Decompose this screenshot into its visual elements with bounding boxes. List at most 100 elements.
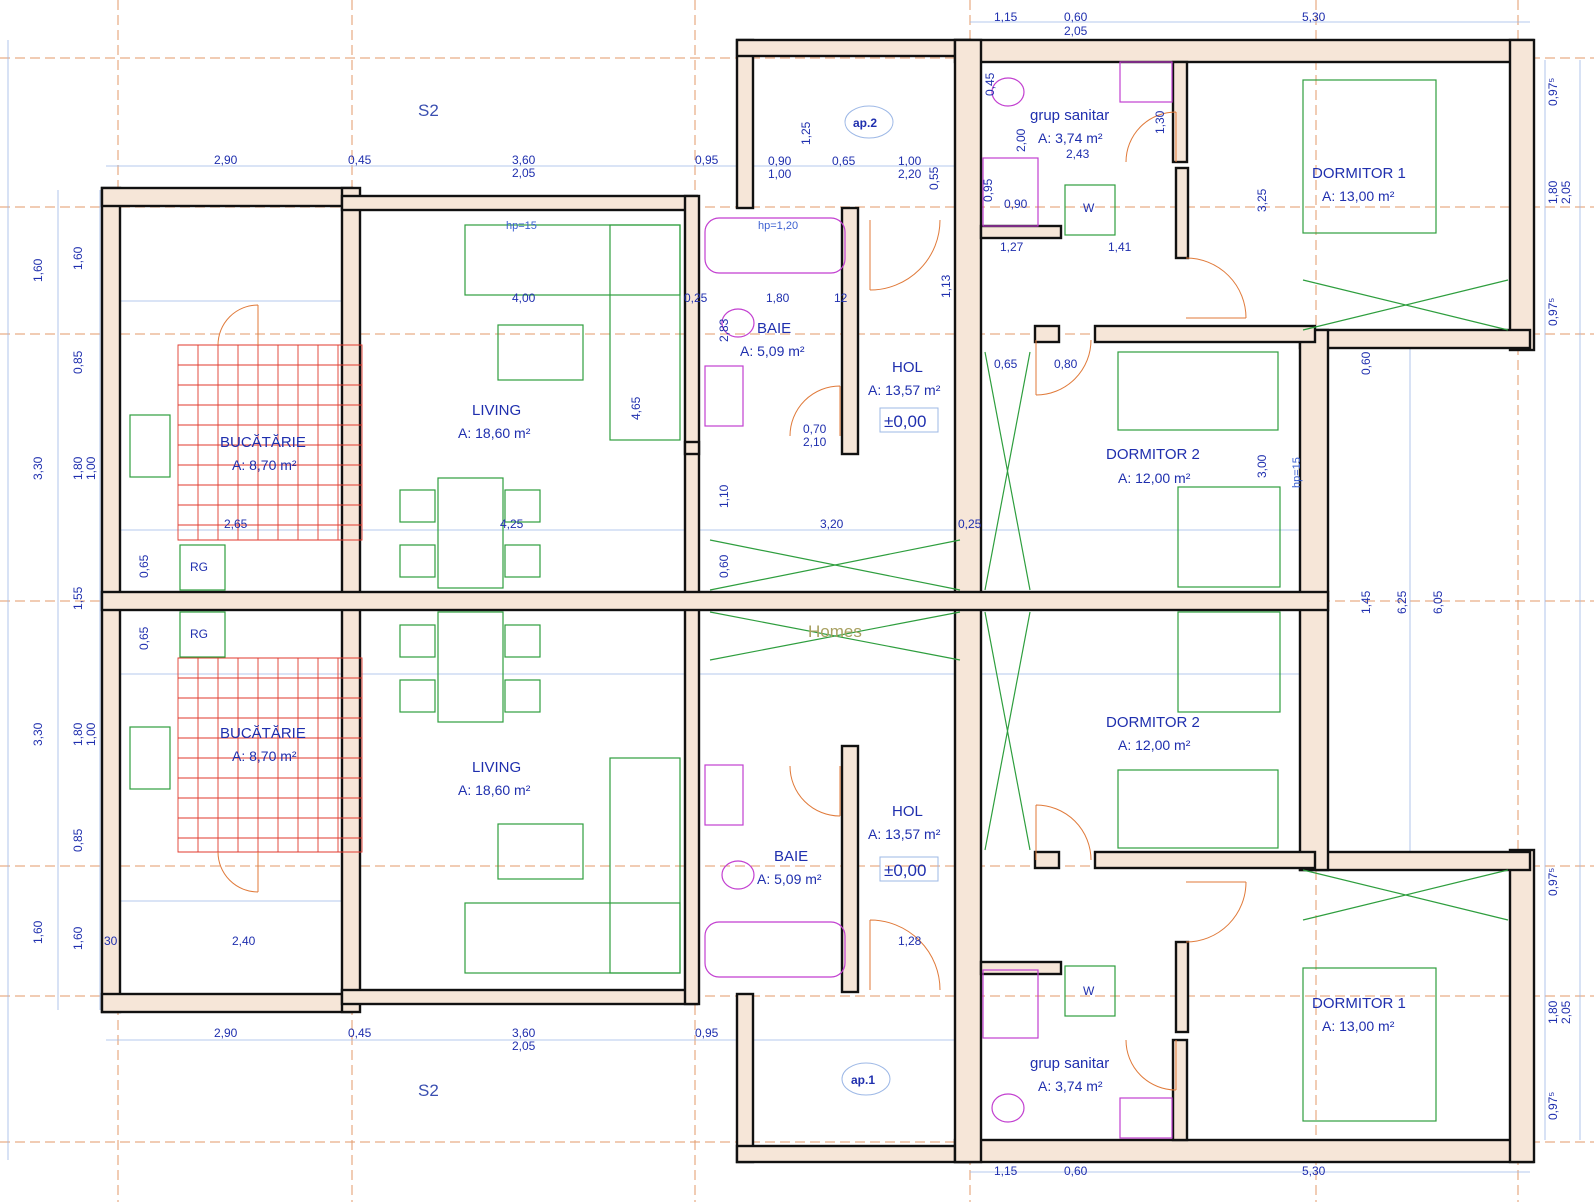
svg-text:0,90: 0,90 bbox=[768, 154, 792, 168]
svg-text:2,90: 2,90 bbox=[214, 1026, 238, 1040]
section-mark-bottom: S2 bbox=[418, 1081, 439, 1100]
svg-text:1,41: 1,41 bbox=[1108, 240, 1132, 254]
svg-text:0,60: 0,60 bbox=[1064, 10, 1088, 24]
svg-text:1,60: 1,60 bbox=[31, 920, 45, 944]
svg-text:0,65: 0,65 bbox=[137, 626, 151, 650]
room-name-bucatarie-top: BUCĂTĂRIE bbox=[220, 434, 306, 451]
svg-text:1,45: 1,45 bbox=[1359, 590, 1373, 614]
svg-text:4,25: 4,25 bbox=[500, 517, 524, 531]
apartment-tag-bottom: ap.1 bbox=[851, 1073, 875, 1087]
svg-text:0,85: 0,85 bbox=[71, 828, 85, 852]
svg-text:2,20: 2,20 bbox=[898, 167, 922, 181]
furniture bbox=[129, 79, 1509, 1122]
room-name-dormitor1-top: DORMITOR 1 bbox=[1312, 165, 1406, 182]
svg-text:0,90: 0,90 bbox=[1004, 197, 1028, 211]
kitchen-tiles bbox=[177, 344, 363, 853]
room-area-living-top: A: 18,60 m² bbox=[458, 425, 531, 441]
svg-text:2,05: 2,05 bbox=[1559, 1000, 1573, 1024]
svg-text:1,80: 1,80 bbox=[1546, 1000, 1560, 1024]
svg-text:30: 30 bbox=[104, 934, 118, 948]
svg-text:2,10: 2,10 bbox=[803, 435, 827, 449]
room-area-hol-top: A: 13,57 m² bbox=[868, 382, 941, 398]
svg-text:0,97⁵: 0,97⁵ bbox=[1546, 1092, 1560, 1120]
svg-text:1,15: 1,15 bbox=[994, 1164, 1018, 1178]
room-name-dormitor2-bot: DORMITOR 2 bbox=[1106, 714, 1200, 731]
svg-text:1,00: 1,00 bbox=[768, 167, 792, 181]
walls bbox=[100, 38, 1536, 1164]
room-area-baie-top: A: 5,09 m² bbox=[740, 343, 805, 359]
room-area-dormitor1-top: A: 13,00 m² bbox=[1322, 188, 1395, 204]
svg-text:5,30: 5,30 bbox=[1302, 10, 1326, 24]
svg-text:RG: RG bbox=[190, 627, 208, 641]
room-area-baie-bot: A: 5,09 m² bbox=[757, 871, 822, 887]
svg-text:0,65: 0,65 bbox=[994, 357, 1018, 371]
room-name-bucatarie-bot: BUCĂTĂRIE bbox=[220, 725, 306, 742]
svg-text:1,60: 1,60 bbox=[71, 246, 85, 270]
svg-text:0,95: 0,95 bbox=[981, 178, 995, 202]
svg-text:1,60: 1,60 bbox=[71, 926, 85, 950]
fixture-marks: W W RG RG bbox=[190, 201, 1095, 998]
svg-text:0,45: 0,45 bbox=[348, 1026, 372, 1040]
svg-text:0,55: 0,55 bbox=[927, 166, 941, 190]
svg-text:hp=15: hp=15 bbox=[1291, 457, 1303, 488]
svg-text:1,13: 1,13 bbox=[939, 274, 953, 298]
svg-text:RG: RG bbox=[190, 560, 208, 574]
svg-text:3,20: 3,20 bbox=[820, 517, 844, 531]
svg-text:0,65: 0,65 bbox=[137, 554, 151, 578]
svg-text:0,97⁵: 0,97⁵ bbox=[1546, 78, 1560, 106]
svg-text:W: W bbox=[1083, 984, 1095, 998]
svg-text:0,80: 0,80 bbox=[1054, 357, 1078, 371]
svg-text:0,65: 0,65 bbox=[832, 154, 856, 168]
room-name-dormitor2-top: DORMITOR 2 bbox=[1106, 446, 1200, 463]
room-area-grup-top: A: 3,74 m² bbox=[1038, 130, 1103, 146]
svg-text:W: W bbox=[1083, 201, 1095, 215]
svg-text:1,80: 1,80 bbox=[766, 291, 790, 305]
svg-text:2,83: 2,83 bbox=[717, 318, 731, 342]
room-name-baie-bot: BAIE bbox=[774, 848, 808, 865]
svg-text:0,45: 0,45 bbox=[983, 72, 997, 96]
svg-text:1,28: 1,28 bbox=[898, 934, 922, 948]
svg-text:1,10: 1,10 bbox=[717, 484, 731, 508]
dimension-labels: 2,90 0,45 3,60 2,05 0,95 1,15 0,60 2,05 … bbox=[31, 10, 1573, 1178]
svg-text:hp=15: hp=15 bbox=[506, 220, 537, 232]
svg-text:1,80: 1,80 bbox=[71, 722, 85, 746]
svg-text:4,00: 4,00 bbox=[512, 291, 536, 305]
svg-text:0,60: 0,60 bbox=[1064, 1164, 1088, 1178]
room-area-dormitor2-bot: A: 12,00 m² bbox=[1118, 737, 1191, 753]
svg-text:0,60: 0,60 bbox=[1359, 351, 1373, 375]
room-area-dormitor2-top: A: 12,00 m² bbox=[1118, 470, 1191, 486]
svg-text:0,45: 0,45 bbox=[348, 153, 372, 167]
svg-text:3,30: 3,30 bbox=[31, 456, 45, 480]
room-name-grup-top: grup sanitar bbox=[1030, 107, 1109, 124]
svg-text:0,70: 0,70 bbox=[803, 422, 827, 436]
svg-text:5,30: 5,30 bbox=[1302, 1164, 1326, 1178]
svg-text:hp=1,20: hp=1,20 bbox=[758, 220, 798, 232]
svg-text:6,25: 6,25 bbox=[1395, 590, 1409, 614]
room-name-hol-top: HOL bbox=[892, 359, 923, 376]
watermark: Homes bbox=[808, 622, 862, 641]
svg-text:2,05: 2,05 bbox=[1559, 180, 1573, 204]
svg-text:0,25: 0,25 bbox=[958, 517, 982, 531]
section-mark-top: S2 bbox=[418, 101, 439, 120]
svg-text:0,95: 0,95 bbox=[695, 153, 719, 167]
svg-text:1,55: 1,55 bbox=[71, 586, 85, 610]
svg-text:3,60: 3,60 bbox=[512, 153, 536, 167]
svg-text:6,05: 6,05 bbox=[1431, 590, 1445, 614]
svg-text:1,25: 1,25 bbox=[799, 121, 813, 145]
level-mark-bottom: ±0,00 bbox=[884, 861, 926, 880]
svg-text:1,00: 1,00 bbox=[898, 154, 922, 168]
svg-text:3,00: 3,00 bbox=[1255, 454, 1269, 478]
room-area-bucatarie-bot: A: 8,70 m² bbox=[232, 748, 297, 764]
room-area-bucatarie-top: A: 8,70 m² bbox=[232, 457, 297, 473]
room-area-living-bot: A: 18,60 m² bbox=[458, 782, 531, 798]
room-name-living-top: LIVING bbox=[472, 402, 521, 419]
svg-text:1,30: 1,30 bbox=[1153, 110, 1167, 134]
room-name-living-bot: LIVING bbox=[472, 759, 521, 776]
level-mark-top: ±0,00 bbox=[884, 412, 926, 431]
svg-text:1,80: 1,80 bbox=[1546, 180, 1560, 204]
svg-text:12: 12 bbox=[834, 291, 848, 305]
room-area-dormitor1-bot: A: 13,00 m² bbox=[1322, 1018, 1395, 1034]
svg-text:4,65: 4,65 bbox=[629, 396, 643, 420]
svg-text:0,85: 0,85 bbox=[71, 350, 85, 374]
